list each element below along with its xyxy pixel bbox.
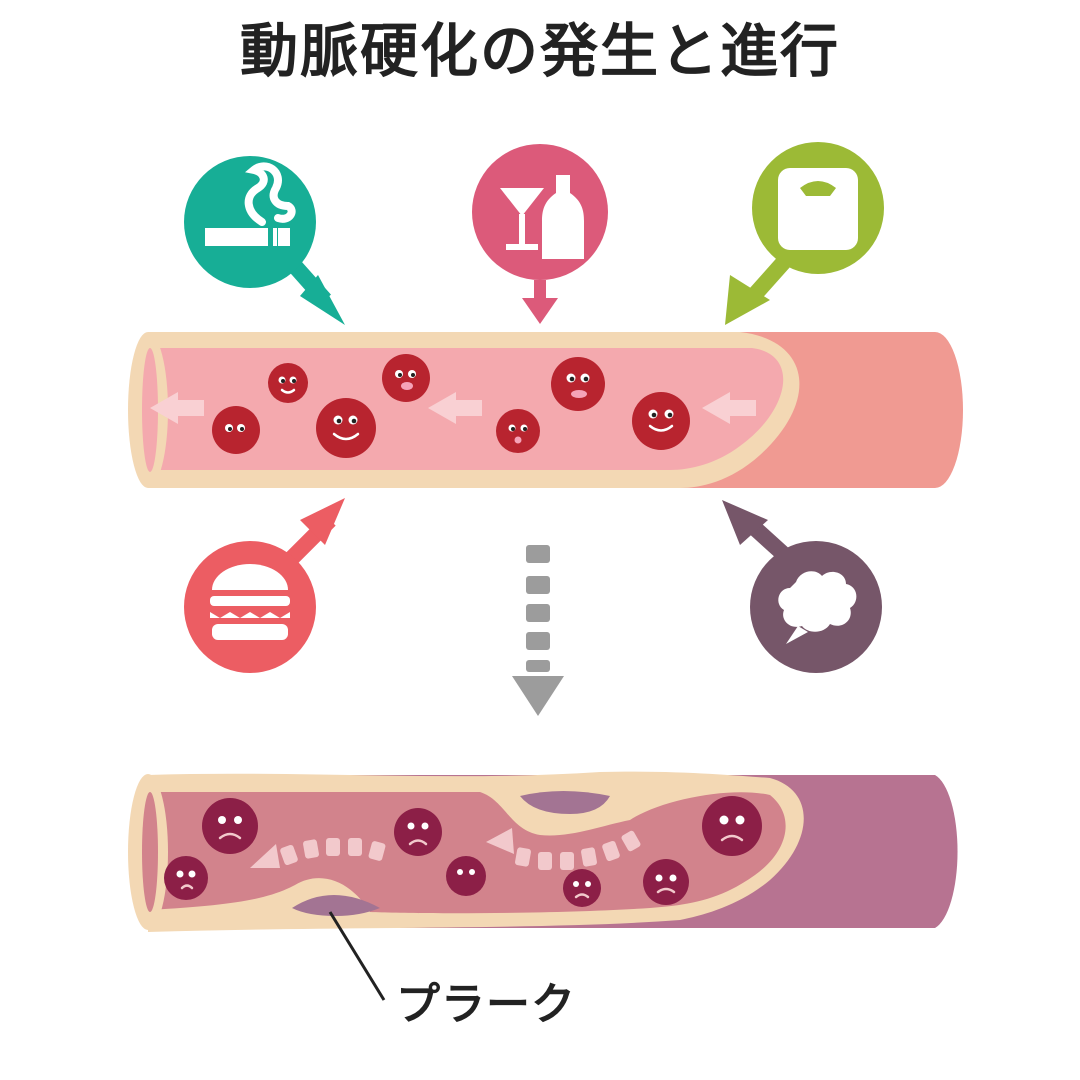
plaque-bottom [292, 895, 380, 916]
damaged-vessel [128, 771, 958, 1001]
scale-icon [778, 168, 858, 250]
alcohol-icon [500, 175, 584, 259]
plaque-label: プラーク [396, 979, 576, 1030]
burger-icon [210, 564, 290, 640]
food-factor [184, 498, 345, 673]
alcohol-factor [472, 144, 608, 324]
healthy-blood-cells [212, 354, 690, 458]
stress-factor [722, 500, 882, 673]
plaque-pointer-line [328, 911, 386, 1001]
flow-arrow [702, 392, 756, 424]
healthy-vessel [128, 332, 963, 488]
plaque-top [520, 791, 610, 814]
weight-factor [725, 142, 884, 325]
stress-icon [778, 571, 857, 644]
page-title: 動脈硬化の発生と進行 [239, 17, 840, 85]
progression-arrow [512, 545, 564, 716]
cigarette-icon [205, 162, 296, 246]
damaged-blood-cells [164, 796, 762, 907]
flow-arrow [150, 392, 204, 424]
smoking-factor [184, 156, 345, 325]
flow-arrow [428, 392, 482, 424]
